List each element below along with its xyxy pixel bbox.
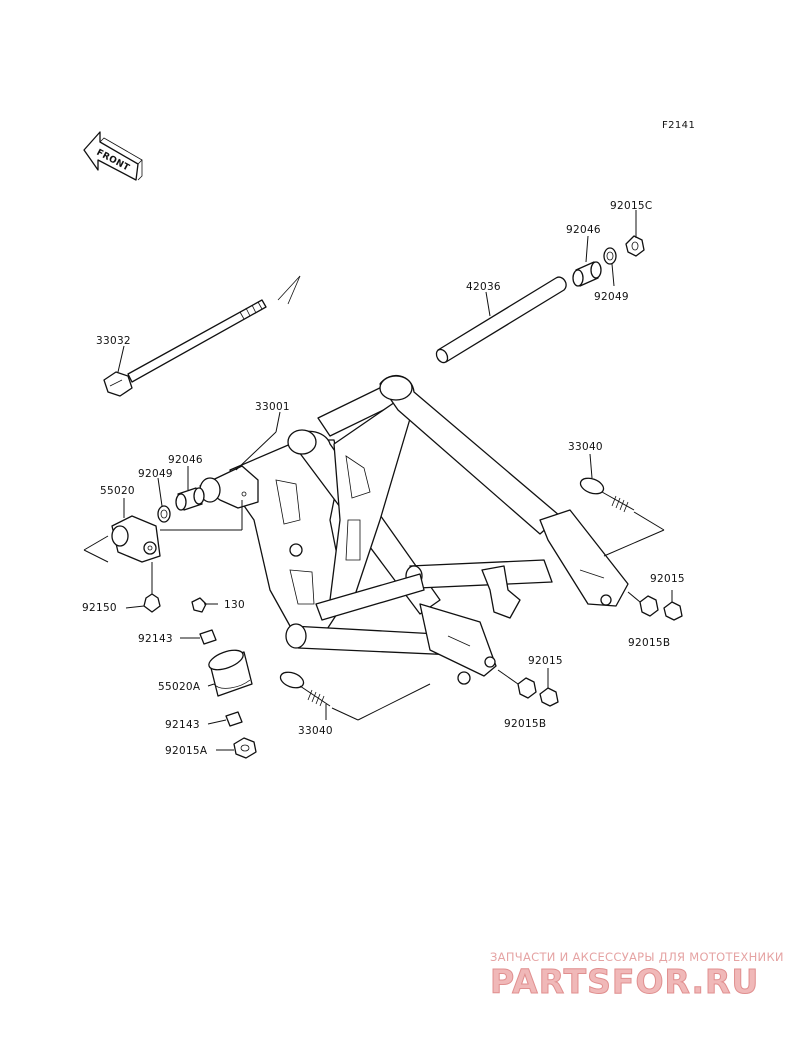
adjuster-33040-right [579,453,665,557]
watermark-tagline: ЗАПЧАСТИ И АКСЕССУАРЫ ДЛЯ МОТОТЕХНИКИ [490,950,784,964]
label-92143-top: 92143 [138,633,173,645]
spacer-92143-bot [225,711,243,727]
nut-92015-mid [539,668,559,707]
bushing-55020A [208,649,253,697]
label-92046-top: 92046 [566,224,601,236]
nut-92015-right [663,590,683,621]
label-92049-top: 92049 [594,291,629,303]
label-92015A: 92015A [165,745,208,757]
label-33001: 33001 [255,401,290,413]
leader-lines [117,210,637,751]
collar-92049-top [603,247,617,265]
label-92015-mid: 92015 [528,655,563,667]
nut-92015B-right [627,591,659,617]
watermark-logo: PARTSFOR.RU [489,962,760,1002]
label-130: 130 [224,599,245,611]
nut-92015B-mid [497,669,537,699]
nut-92015A [233,737,257,759]
label-55020A: 55020A [158,681,201,693]
label-92015B-right: 92015B [628,637,670,649]
label-33040-bottom: 33040 [298,725,333,737]
swingarm-33001 [199,374,629,685]
label-92015C: 92015C [610,200,653,212]
bolt-92150 [143,562,161,613]
bolt-130 [191,597,218,613]
axle-bolt-33032 [103,275,301,397]
collar-92049-left [157,505,171,523]
label-92150: 92150 [82,602,117,614]
front-arrow-icon: FRONT [83,131,143,181]
label-92015B-mid: 92015B [504,718,546,730]
bearing-92046-left [175,487,205,511]
label-33032: 33032 [96,335,131,347]
adjuster-33040-bottom [279,671,431,721]
label-92143-bot: 92143 [165,719,200,731]
label-42036: 42036 [466,281,501,293]
bearing-92046-top [572,261,602,287]
clamp-55020 [83,500,243,563]
pivot-tube-42036 [435,276,567,364]
label-55020: 55020 [100,485,135,497]
label-92049-left: 92049 [138,468,173,480]
spacer-92143-top [199,629,217,645]
label-92046-left: 92046 [168,454,203,466]
label-92015-right: 92015 [650,573,685,585]
nut-92015C [625,235,645,257]
label-33040-right: 33040 [568,441,603,453]
figure-code: F2141 [662,120,696,131]
